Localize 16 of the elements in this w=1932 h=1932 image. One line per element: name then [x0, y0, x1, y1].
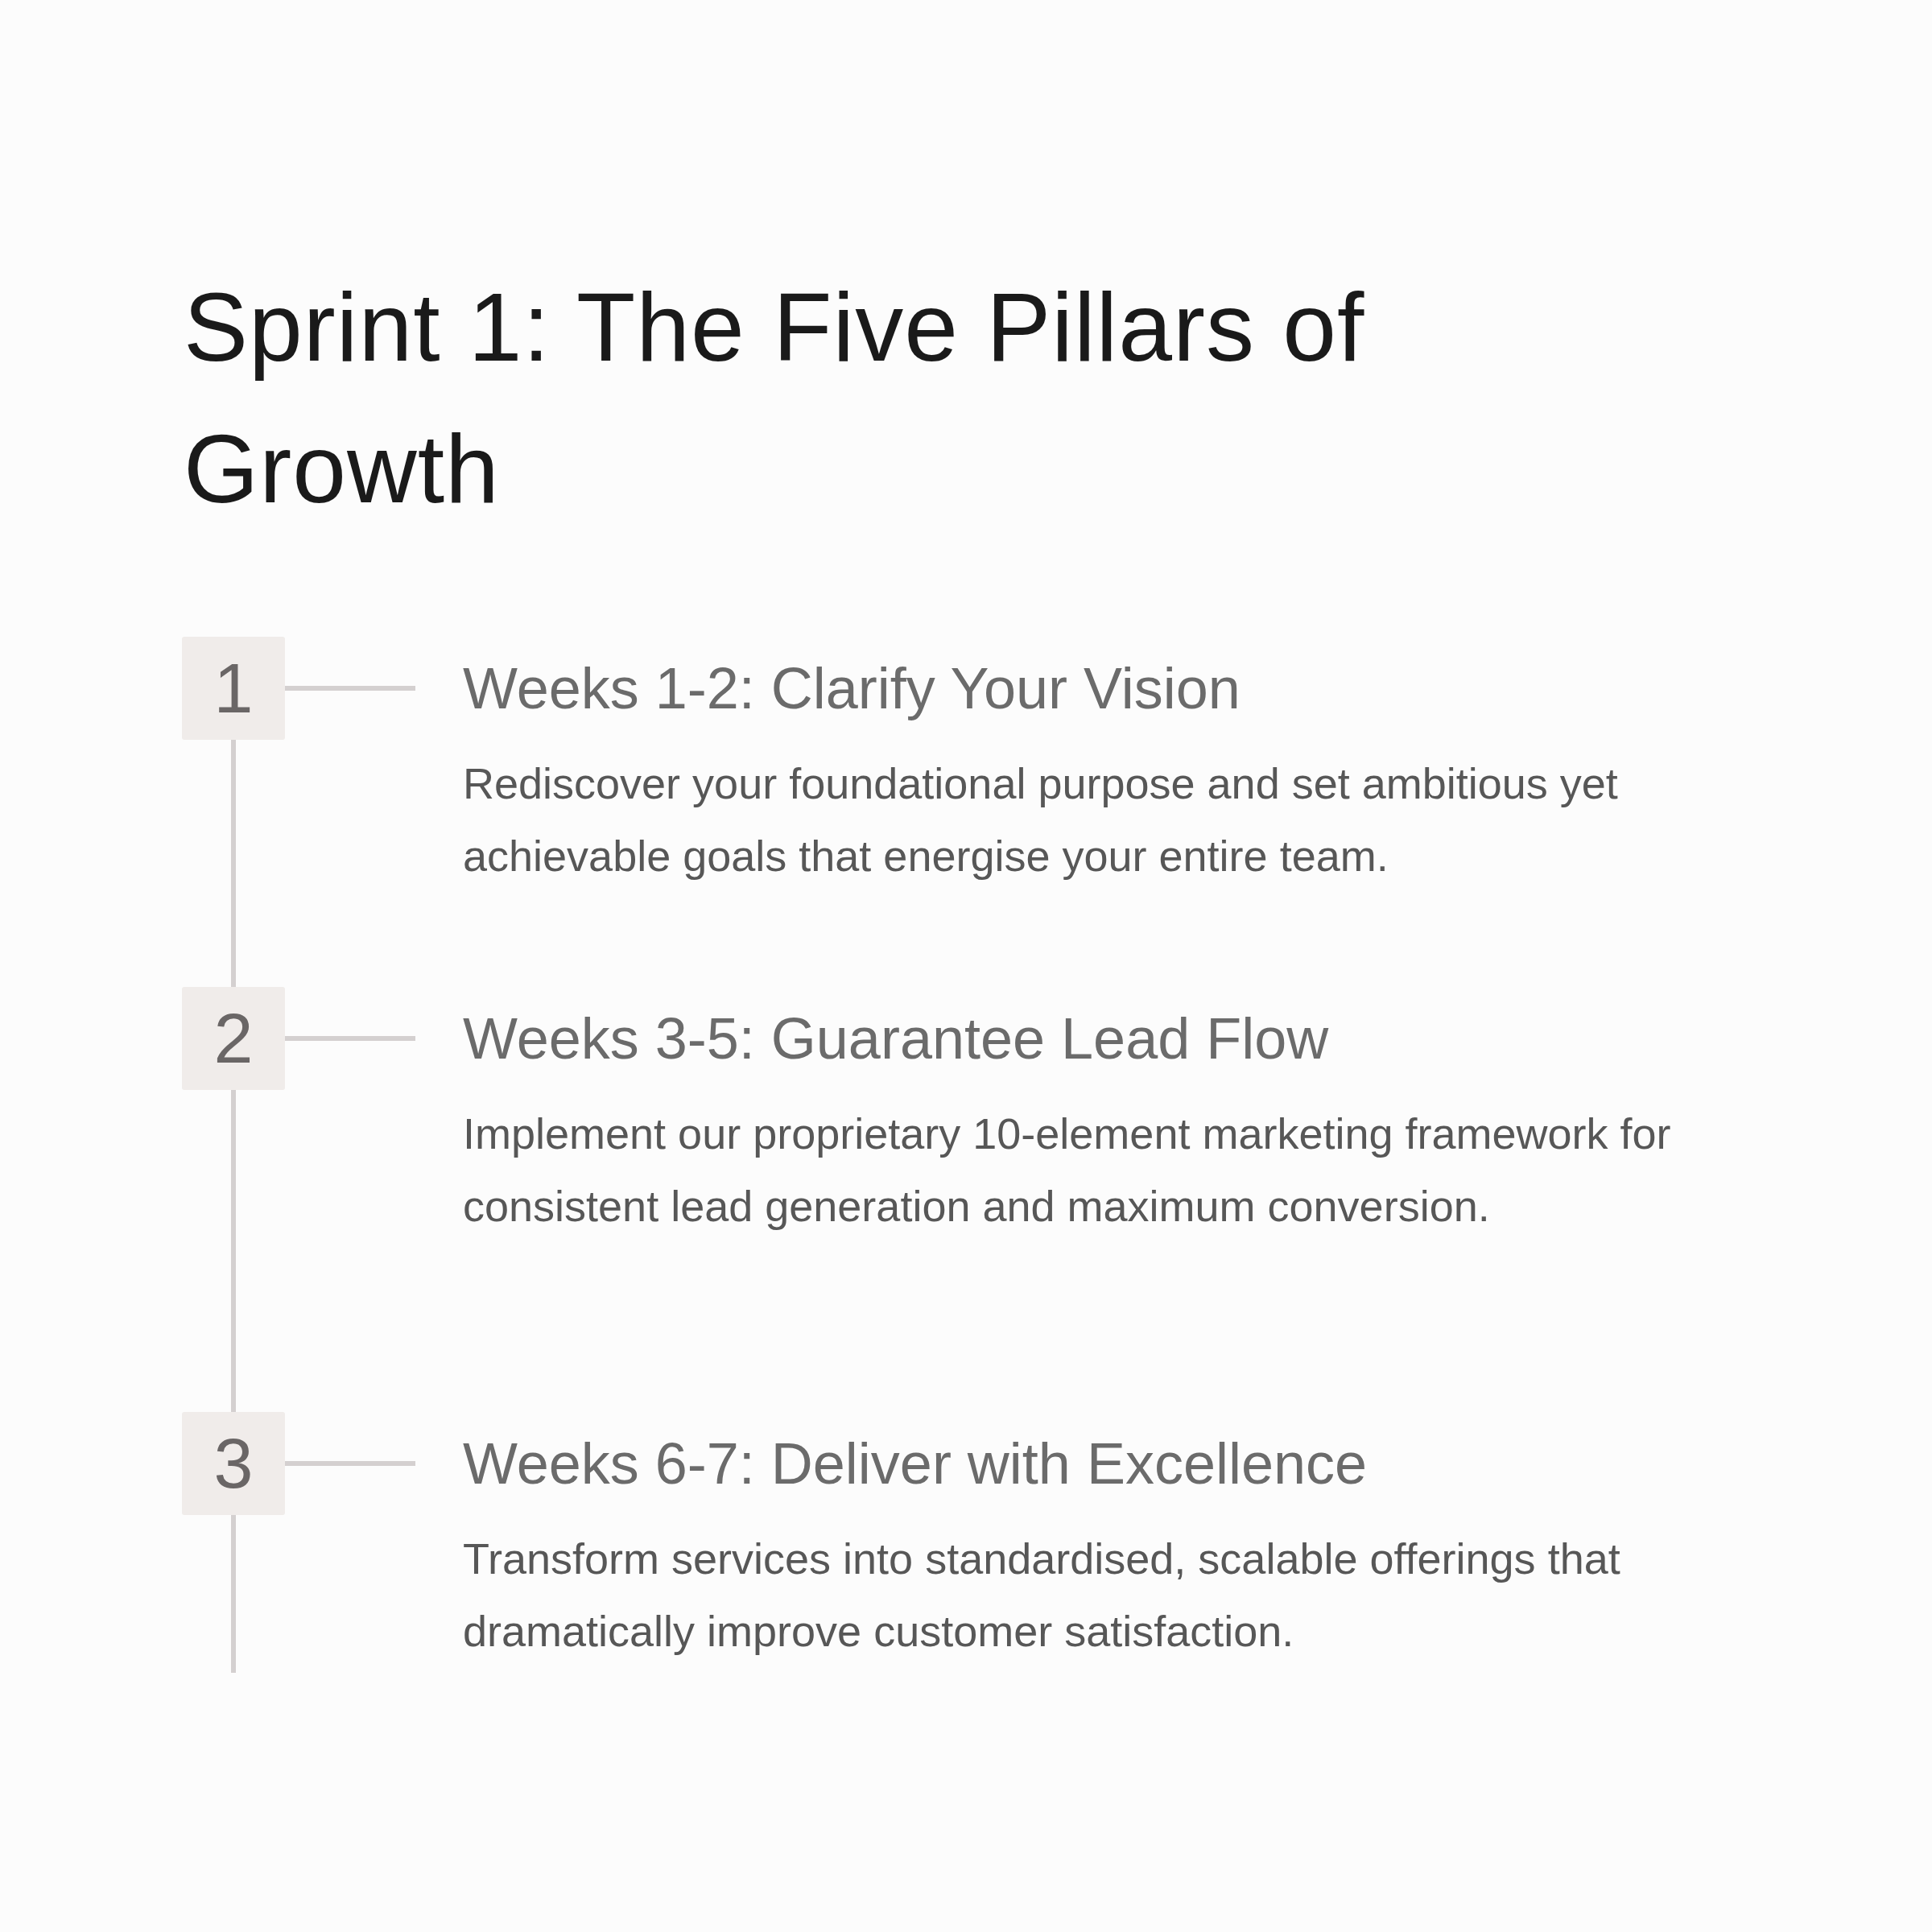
- step-number: 2: [182, 987, 285, 1090]
- connector-line: [285, 1036, 415, 1041]
- step-description: Rediscover your foundational purpose and set ambitious yet achievable goals that energise your entire team.: [463, 758, 1619, 881]
- step-description: Implement our proprietary 10-element marketing framework for consistent lead generation and maximum conversion.: [463, 1108, 1672, 1232]
- connector-line: [231, 1515, 236, 1673]
- step-number: 3: [182, 1412, 285, 1515]
- step-heading: Weeks 3-5: Guarantee Lead Flow: [463, 1005, 1330, 1072]
- step-heading: Weeks 6-7: Deliver with Excellence: [463, 1430, 1368, 1497]
- connector-line: [285, 686, 415, 691]
- step-heading: Weeks 1-2: Clarify Your Vision: [463, 655, 1241, 722]
- connector-line: [285, 1461, 415, 1466]
- step-description: Transform services into standardised, scalable offerings that dramatically improve customer satisfaction.: [463, 1534, 1621, 1657]
- title: Sprint 1: The Five Pillars of Growth: [184, 272, 1366, 524]
- connector-line: [231, 740, 236, 987]
- connector-line: [231, 1090, 236, 1412]
- step-number: 1: [182, 637, 285, 740]
